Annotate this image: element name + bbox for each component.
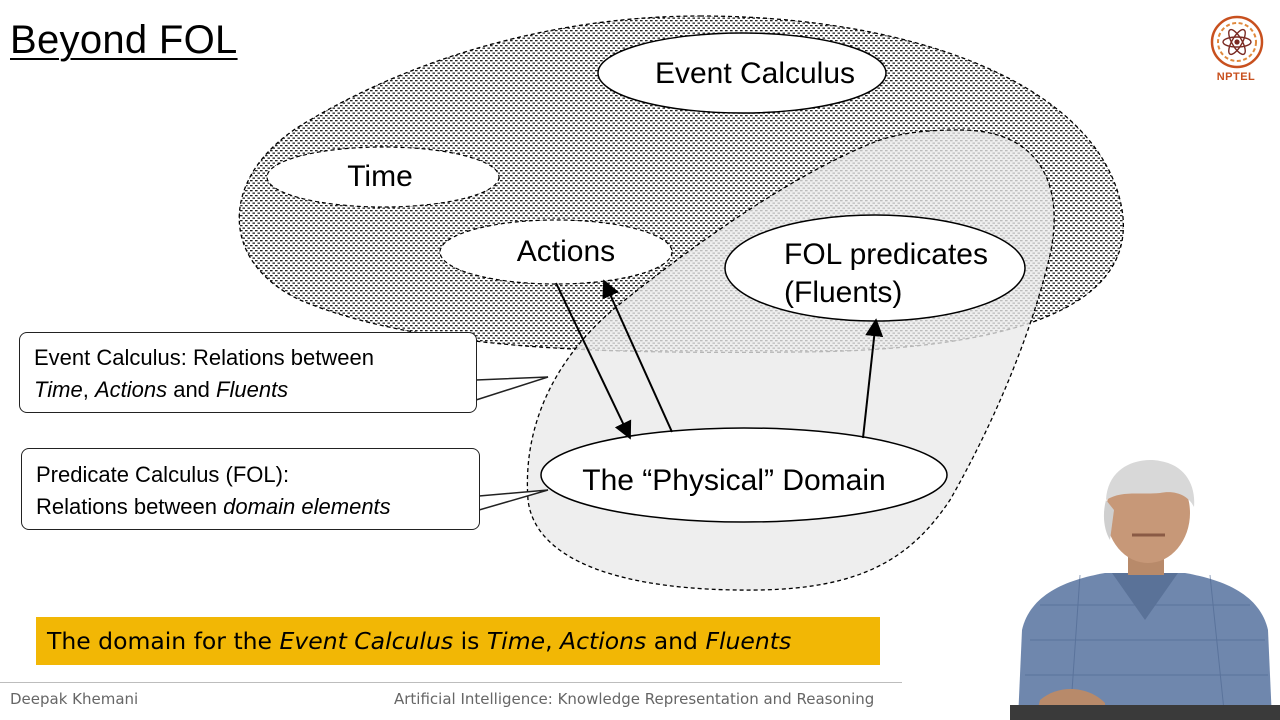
- arrow-actions-to-domain: [555, 282, 632, 440]
- callout-and: and: [167, 377, 217, 402]
- callout-actions-term: Actions: [94, 377, 168, 402]
- fol-predicates-label-line1: FOL predicates: [784, 238, 988, 271]
- footer-course-title: Artificial Intelligence: Knowledge Repre…: [394, 690, 875, 708]
- summary-actions: Actions: [560, 627, 647, 655]
- summary-comma: ,: [545, 627, 561, 655]
- predicate-calculus-callout-line1: Predicate Calculus (FOL):: [36, 462, 290, 487]
- actions-ellipse: [439, 219, 673, 285]
- presenter-video-image: [1010, 455, 1280, 720]
- footer-author: Deepak Khemani: [10, 690, 139, 708]
- summary-event-calculus: Event Calculus: [279, 627, 454, 655]
- actions-label: Actions: [517, 235, 615, 268]
- nptel-logo-text: NPTEL: [1216, 71, 1256, 83]
- predicate-calculus-callout: Predicate Calculus (FOL): Relations betw…: [21, 448, 480, 530]
- time-label: Time: [347, 160, 413, 193]
- callout-comma: ,: [82, 377, 95, 402]
- callout-fluents-term: Fluents: [216, 377, 289, 402]
- event-calculus-callout-line1: Event Calculus: Relations between: [34, 345, 374, 370]
- summary-is: is: [453, 627, 487, 655]
- physical-domain-label: The “Physical” Domain: [582, 464, 885, 497]
- summary-and: and: [646, 627, 706, 655]
- physical-domain-ellipse: [540, 427, 948, 523]
- summary-time: Time: [486, 627, 546, 655]
- event-calculus-callout-pointer: [475, 376, 549, 401]
- arrow-domain-to-actions: [602, 279, 673, 433]
- nptel-logo-icon: [1210, 15, 1264, 69]
- event-calculus-ellipse: [597, 32, 887, 114]
- time-ellipse: [266, 146, 500, 208]
- event-calculus-callout-line2: Time, Actions and Fluents: [34, 374, 462, 406]
- domain-elements-term: domain elements: [223, 494, 391, 519]
- predicate-calculus-prefix: Relations between: [36, 494, 224, 519]
- slide-title: Beyond FOL: [10, 18, 238, 62]
- summary-prefix: The domain for the: [47, 627, 280, 655]
- predicate-calculus-callout-line2: Relations between domain elements: [36, 491, 465, 523]
- footer-divider: [0, 682, 902, 683]
- callout-time-term: Time: [34, 377, 83, 402]
- summary-highlight: The domain for the Event Calculus is Tim…: [36, 617, 880, 665]
- event-calculus-label: Event Calculus: [655, 57, 855, 90]
- summary-fluents: Fluents: [705, 627, 792, 655]
- predicate-calculus-callout-pointer: [478, 489, 549, 511]
- event-calculus-callout: Event Calculus: Relations between Time, …: [19, 332, 477, 413]
- arrow-domain-to-fluents: [862, 318, 884, 439]
- fol-predicates-label-line2: (Fluents): [784, 276, 902, 309]
